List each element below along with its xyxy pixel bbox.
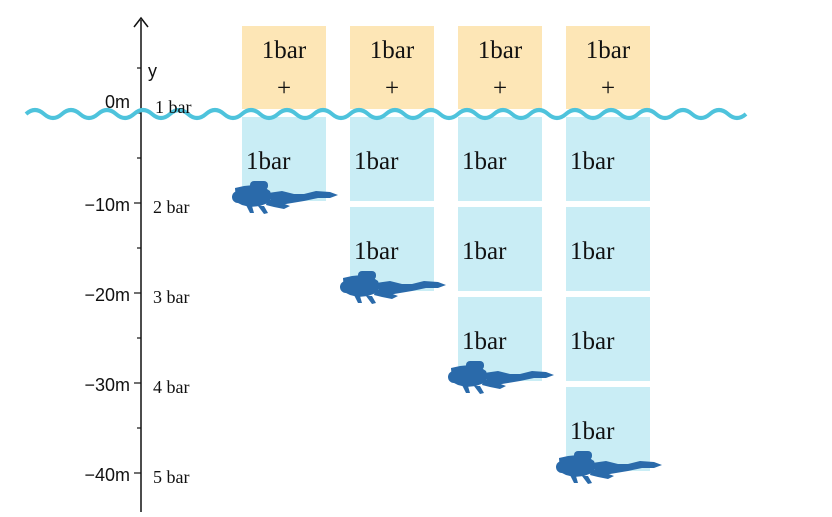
atmosphere-box-label: 1bar <box>262 37 307 64</box>
depth-label: 0m <box>105 92 130 112</box>
atmosphere-box <box>242 26 326 109</box>
atmosphere-box <box>350 26 434 109</box>
water-box-label: 1bar <box>570 148 615 175</box>
water-box-label: 1bar <box>462 238 507 265</box>
water-box-label: 1bar <box>570 238 615 265</box>
y-axis-arrowhead <box>133 16 149 28</box>
water-box-label: 1bar <box>354 148 399 175</box>
pressure-label: 1 bar <box>155 97 191 117</box>
pressure-label: 3 bar <box>153 287 189 307</box>
atmosphere-box <box>458 26 542 109</box>
depth-label: −40m <box>84 465 130 485</box>
water-pressure-box <box>350 117 434 201</box>
atmosphere-row: 1bar +1bar +1bar +1bar + <box>242 26 650 109</box>
water-box-label: 1bar <box>354 238 399 265</box>
depth-label: −30m <box>84 375 130 395</box>
atmosphere-box-label: 1bar <box>586 37 631 64</box>
plus-sign: + <box>601 75 615 102</box>
y-axis-ticks <box>134 67 141 474</box>
water-box-label: 1bar <box>570 328 615 355</box>
atmosphere-box-label: 1bar <box>478 37 523 64</box>
pressure-label: 5 bar <box>153 467 189 487</box>
y-axis-label: y <box>148 61 157 81</box>
atmosphere-box <box>566 26 650 109</box>
plus-sign: + <box>385 75 399 102</box>
water-pressure-box <box>566 297 650 381</box>
pressure-label: 4 bar <box>153 377 189 397</box>
depth-markers: 0m 1 bar −10m 2 bar −20m 3 bar −30m 4 ba… <box>84 92 191 487</box>
water-surface-wave <box>24 108 748 120</box>
water-box-label: 1bar <box>246 148 291 175</box>
depth-label: −20m <box>84 285 130 305</box>
water-box-label: 1bar <box>462 148 507 175</box>
water-pressure-box <box>458 207 542 291</box>
depth-label: −10m <box>84 195 130 215</box>
water-boxes: 1bar 1bar 1bar 1bar 1bar 1bar 1bar 1bar 1bar 1bar <box>242 117 650 471</box>
pressure-label: 2 bar <box>153 197 189 217</box>
plus-sign: + <box>277 75 291 102</box>
water-box-label: 1bar <box>462 328 507 355</box>
plus-sign: + <box>493 75 507 102</box>
water-pressure-box <box>458 117 542 201</box>
water-pressure-box <box>566 207 650 291</box>
water-box-label: 1bar <box>570 418 615 445</box>
water-pressure-box <box>566 117 650 201</box>
atmosphere-box-label: 1bar <box>370 37 415 64</box>
